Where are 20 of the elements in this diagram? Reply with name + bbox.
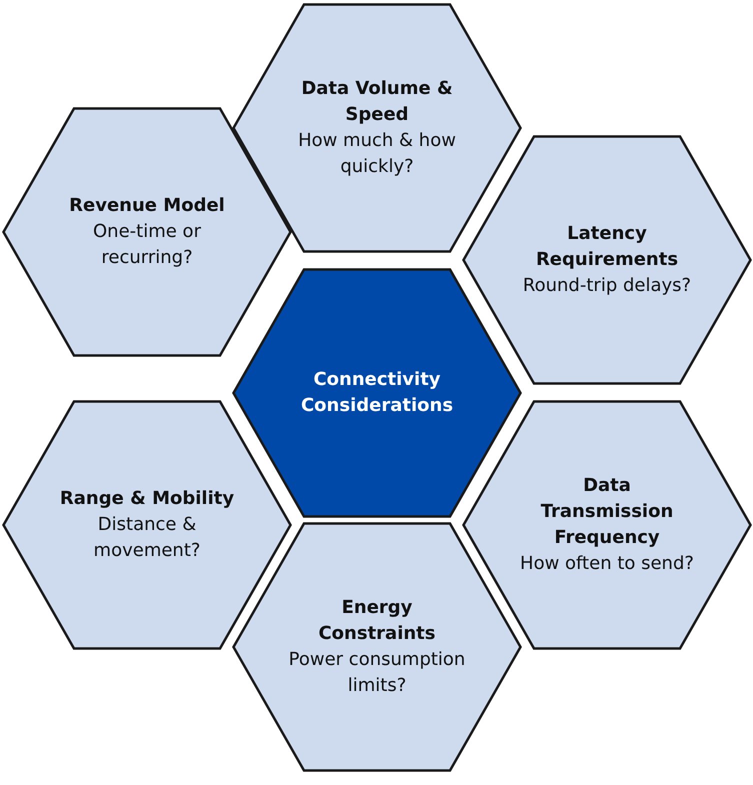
hexagon	[462, 135, 752, 385]
hexagon-title: Data Volume & Speed	[300, 77, 454, 127]
hexagon-title: Connectivity Considerations	[300, 368, 454, 418]
hexagon-title: Data Transmission Frequency	[540, 474, 674, 550]
hexagon-text: How often to send?	[520, 552, 694, 576]
hexagon-title: Revenue Model	[69, 194, 225, 218]
hexagon-text: Distance & movement?	[92, 513, 202, 563]
center-hexagon	[232, 268, 522, 518]
hexagon-title: Range & Mobility	[60, 487, 234, 511]
hexagon	[2, 400, 292, 650]
hexagon	[2, 107, 292, 357]
hexagon-text: Round-trip delays?	[522, 274, 692, 298]
hexagon-text: How much & how quickly?	[297, 129, 457, 179]
hexagon	[462, 400, 752, 650]
hexagon-text: One-time or recurring?	[92, 220, 202, 270]
hexagon-title: Latency Requirements	[534, 222, 680, 272]
hexagon-text: Power consumption limits?	[288, 648, 466, 698]
hexagon-title: Energy Constraints	[317, 596, 437, 646]
hexagon	[232, 522, 522, 772]
hexagon	[232, 3, 522, 253]
